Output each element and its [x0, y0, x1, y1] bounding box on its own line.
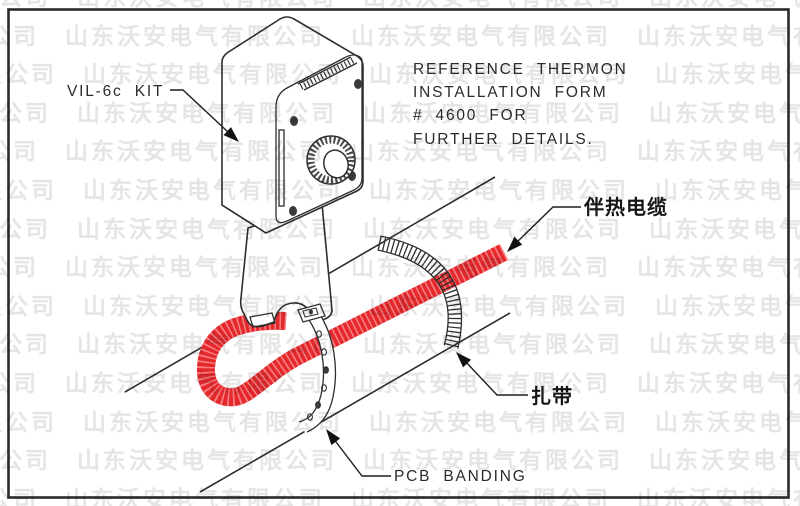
pcb-banding-leader: [326, 429, 391, 477]
mounting-bracket: [239, 202, 333, 328]
heating-cable-hatch: [196, 243, 509, 407]
frame-border: [7, 8, 790, 499]
pcb-band-edge: [306, 312, 337, 433]
kit-arrowhead-icon: [223, 127, 239, 142]
heating-cable-leader: [507, 206, 581, 252]
pcb-banding-label: PCB BANDING: [394, 468, 527, 485]
pcb-banding-strap: [297, 303, 337, 434]
kit-leader: [170, 89, 239, 142]
diagram-labels: VIL-6c KIT REFERENCE THERMON INSTALLATIO…: [67, 61, 668, 485]
cable-tie-label: 扎带: [531, 385, 573, 408]
note-line-2: INSTALLATION FORM: [413, 84, 607, 101]
box-front-panel: [275, 54, 363, 224]
heating-cable-arrowhead-icon: [507, 236, 523, 252]
note-line-1: REFERENCE THERMON: [413, 61, 628, 78]
heating-cable-label: 伴热电缆: [583, 195, 668, 219]
panel-slot: [278, 129, 285, 207]
cable-tie-band: [377, 235, 463, 349]
bracket-left-slot: [249, 312, 276, 328]
pcb-band-buckle: [297, 303, 326, 323]
note-line-4: FURTHER DETAILS.: [413, 131, 594, 148]
heating-cable-drawing: [196, 243, 509, 407]
cable-tie-leader: [456, 352, 528, 396]
note-line-3: # 4600 FOR: [413, 107, 527, 124]
thermostat-box-drawing: [221, 16, 364, 234]
bracket-plate: [239, 202, 333, 328]
annotations: [170, 89, 581, 477]
pcb-band-fill: [300, 311, 336, 434]
cable-tie-arrowhead-icon: [456, 352, 471, 368]
kit-label: VIL-6c KIT: [67, 83, 164, 100]
pcb-banding-arrowhead-icon: [326, 429, 341, 446]
thermostat-knob: [306, 135, 356, 185]
screw-icon: [289, 206, 297, 216]
vent-strip: [297, 56, 358, 91]
cable-tie-edge: [380, 235, 463, 349]
cable-tie-edge: [377, 249, 449, 346]
pipe-bottom-line: [199, 312, 511, 493]
screw-icon: [290, 116, 298, 126]
screw-icon: [354, 79, 362, 89]
pcb-band-holes: [307, 330, 329, 421]
